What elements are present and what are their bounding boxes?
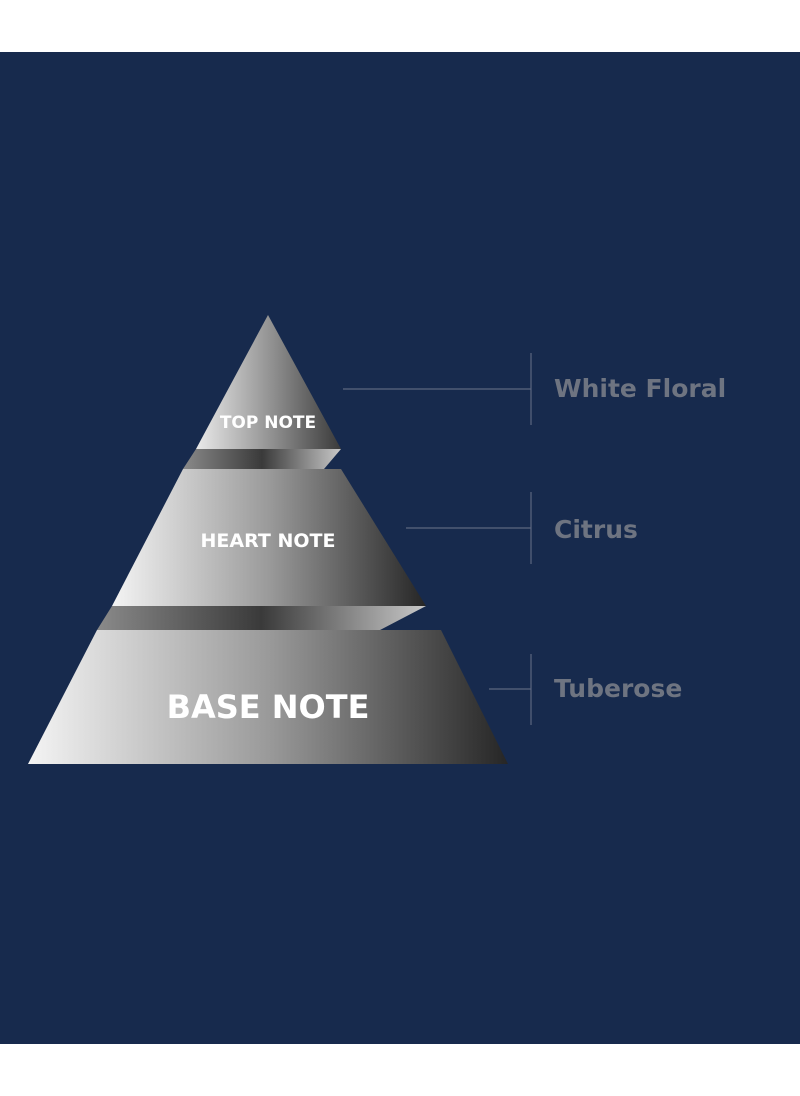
base-tier-shape (28, 630, 508, 764)
navy-background-panel (0, 52, 800, 1044)
top-tier-shape (196, 315, 341, 449)
heart-note-leader (406, 492, 532, 564)
top-note-ingredient: White Floral (554, 374, 726, 403)
base-note-label: BASE NOTE (167, 688, 370, 726)
base-note-ingredient: Tuberose (554, 674, 682, 703)
top-note-label: TOP NOTE (220, 413, 316, 433)
top-heart-bevel (183, 449, 341, 469)
heart-base-bevel (97, 606, 426, 630)
base-note-leader (489, 654, 532, 725)
heart-tier-shape (112, 469, 426, 606)
top-note-leader (343, 353, 532, 425)
heart-note-ingredient: Citrus (554, 515, 638, 544)
heart-note-label: HEART NOTE (201, 530, 336, 552)
